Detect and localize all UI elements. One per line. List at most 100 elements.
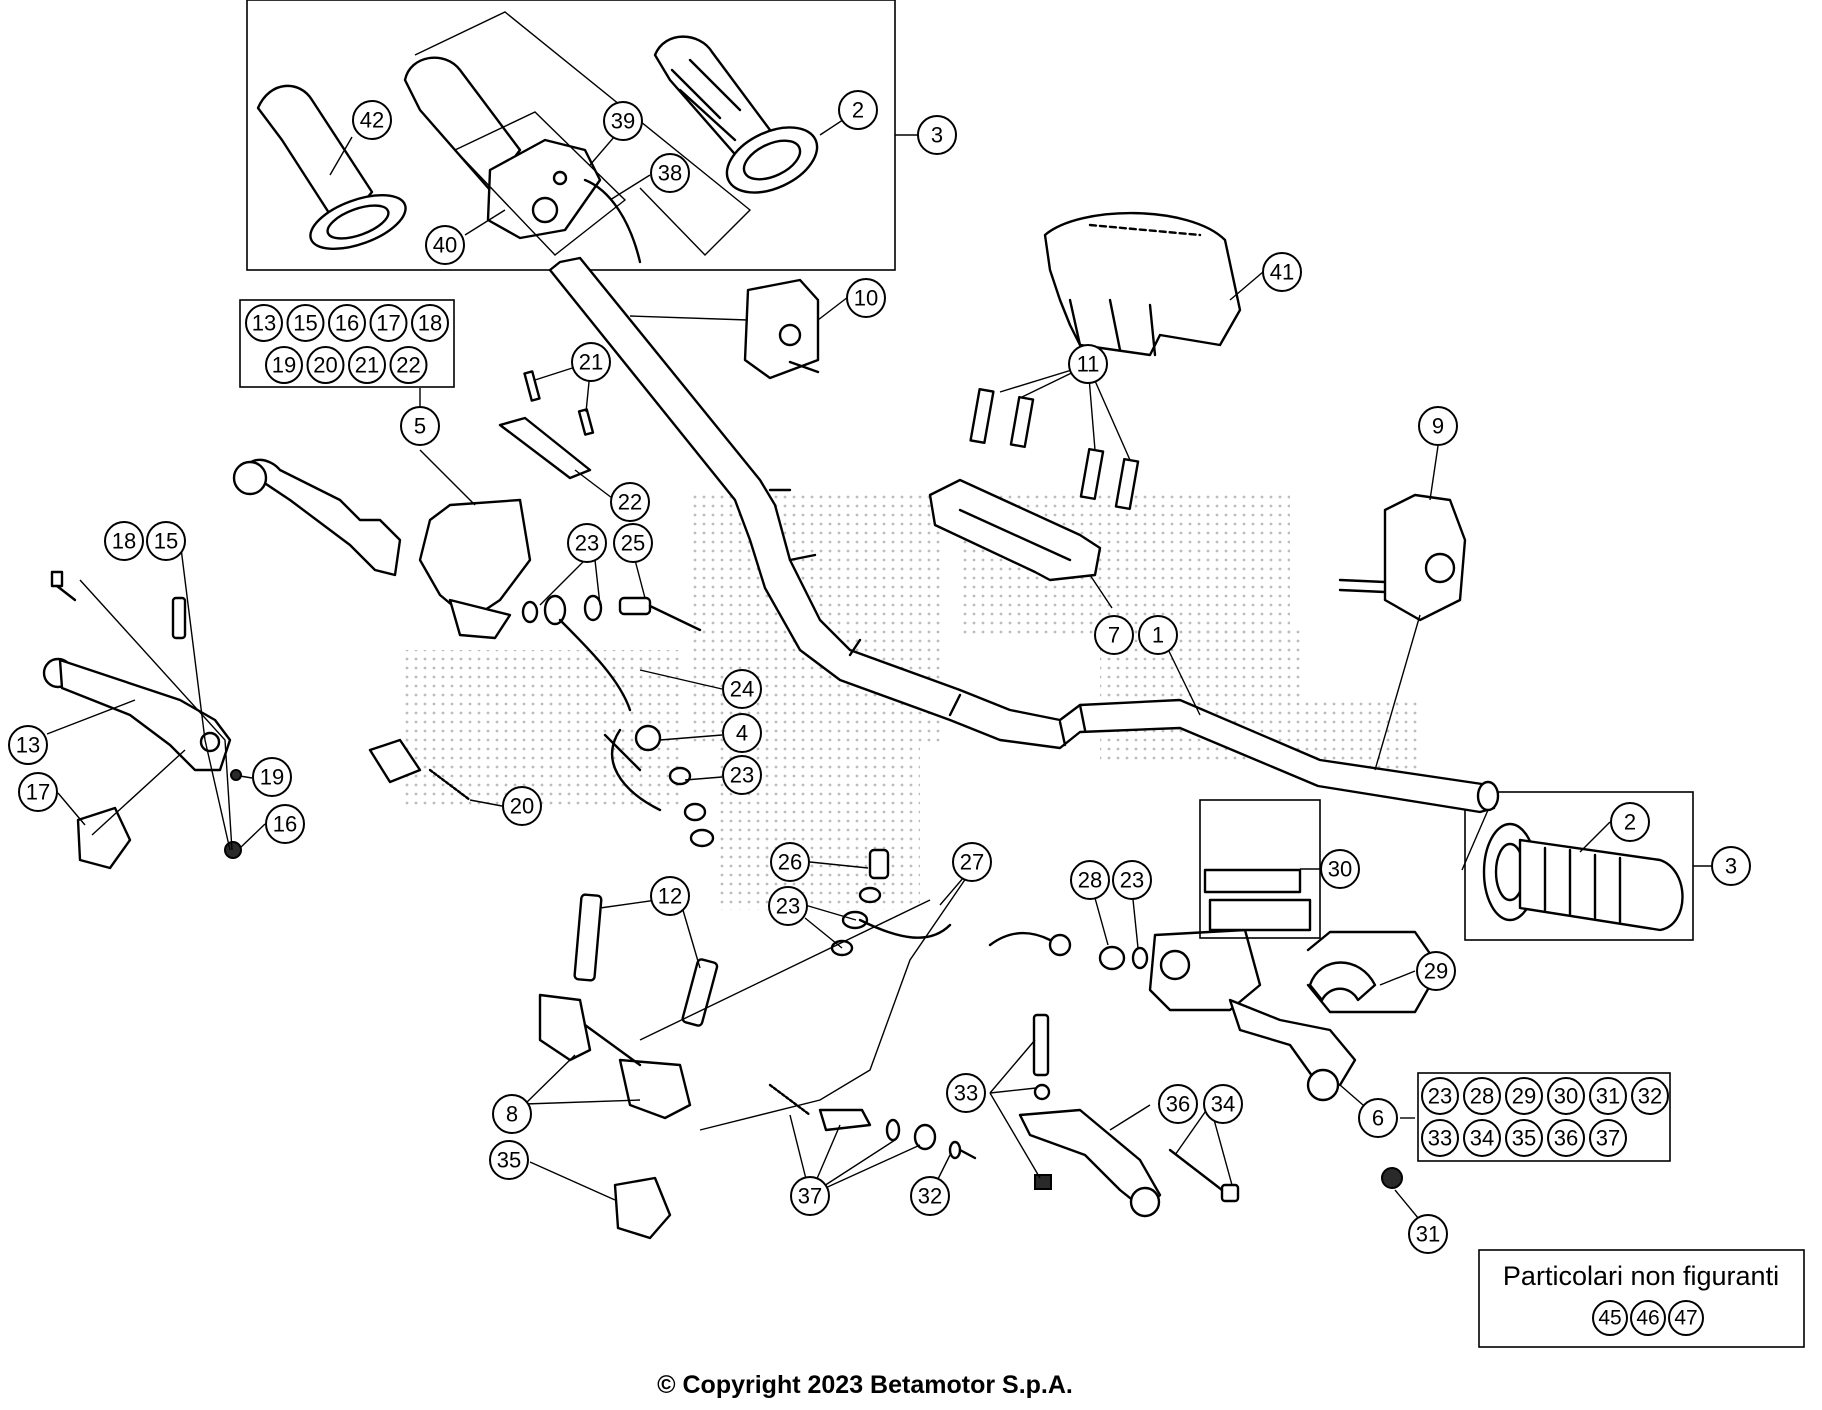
svg-text:25: 25 [621, 531, 645, 556]
callout-18: 18 [104, 521, 144, 561]
callout-35: 35 [489, 1140, 529, 1180]
kit-6-callout-23: 23 [1421, 1077, 1459, 1115]
callout-30: 30 [1320, 849, 1360, 889]
svg-text:17: 17 [26, 780, 50, 805]
banjo-bolt-25 [521, 594, 702, 632]
callout-19: 19 [252, 757, 292, 797]
svg-text:30: 30 [1328, 857, 1352, 882]
kit-5-callout-20: 20 [306, 346, 345, 384]
callout-9: 9 [1418, 406, 1458, 446]
svg-text:10: 10 [854, 286, 878, 311]
kit-5-callout-22: 22 [389, 346, 428, 384]
svg-text:3: 3 [931, 123, 943, 148]
callout-2-right: 2 [1610, 802, 1650, 842]
kit-5-callout-15: 15 [286, 304, 325, 342]
brake-hose-24 [558, 618, 632, 712]
adjuster-37 [768, 1083, 977, 1160]
callout-23-b: 23 [722, 755, 762, 795]
svg-text:6: 6 [1372, 1106, 1384, 1131]
svg-text:35: 35 [497, 1148, 521, 1173]
svg-text:13: 13 [16, 733, 40, 758]
svg-text:29: 29 [1512, 1084, 1536, 1109]
svg-text:22: 22 [396, 353, 420, 378]
kit-5-callout-13: 13 [245, 304, 283, 342]
boot-35 [613, 1176, 672, 1240]
svg-text:16: 16 [335, 311, 359, 336]
svg-text:41: 41 [1270, 260, 1294, 285]
brake-master-cylinder-5 [232, 458, 532, 640]
svg-text:3: 3 [1725, 854, 1737, 879]
svg-text:22: 22 [618, 490, 642, 515]
pin-15 [171, 596, 187, 640]
svg-text:19: 19 [272, 353, 296, 378]
kit-5-callout-19: 19 [265, 346, 303, 384]
callout-12: 12 [650, 876, 690, 916]
not-shown-callout-46: 46 [1630, 1300, 1666, 1336]
hose-fitting-4 [610, 724, 715, 848]
svg-text:33: 33 [954, 1081, 978, 1106]
callout-26: 26 [770, 842, 810, 882]
svg-text:18: 18 [112, 529, 136, 554]
callout-11: 11 [1068, 344, 1108, 384]
callout-29: 29 [1416, 951, 1456, 991]
clutch-lever-13 [42, 657, 232, 772]
svg-text:31: 31 [1596, 1084, 1620, 1109]
not-shown-title: Particolari non figuranti [1503, 1261, 1779, 1291]
callout-7: 7 [1094, 615, 1134, 655]
svg-text:11: 11 [1077, 352, 1100, 377]
svg-text:30: 30 [1554, 1084, 1578, 1109]
kit-6-callout-28: 28 [1463, 1077, 1501, 1115]
svg-text:38: 38 [658, 161, 682, 186]
throttle-cable-38 [583, 178, 642, 264]
svg-text:29: 29 [1424, 959, 1448, 984]
switch-9 [1338, 493, 1467, 622]
svg-text:19: 19 [260, 765, 284, 790]
svg-text:4: 4 [736, 721, 748, 746]
svg-text:35: 35 [1512, 1126, 1536, 1151]
banjo-26 [830, 848, 890, 957]
callout-23-a: 23 [567, 523, 607, 563]
copyright: © Copyright 2023 Betamotor S.p.A. [657, 1371, 1073, 1399]
callout-34: 34 [1203, 1084, 1243, 1124]
callout-32: 32 [910, 1176, 950, 1216]
callout-20: 20 [502, 786, 542, 826]
brake-hose-27 [858, 918, 952, 939]
clutch-master-cylinder-6 [1148, 928, 1357, 1102]
svg-text:28: 28 [1078, 868, 1102, 893]
callout-5: 5 [400, 406, 440, 446]
svg-text:32: 32 [918, 1184, 942, 1209]
svg-text:37: 37 [798, 1184, 822, 1209]
svg-text:47: 47 [1674, 1307, 1697, 1330]
svg-text:1: 1 [1152, 623, 1164, 648]
reservoir-cover-22 [498, 370, 595, 480]
callout-4: 4 [722, 713, 762, 753]
svg-text:7: 7 [1108, 623, 1120, 648]
lower-clamp-8 [538, 993, 692, 1120]
bar-pad-41 [1043, 211, 1242, 357]
svg-text:8: 8 [506, 1102, 518, 1127]
svg-text:40: 40 [433, 233, 457, 258]
callout-23-c: 23 [1112, 860, 1152, 900]
callout-39: 39 [603, 101, 643, 141]
svg-text:34: 34 [1211, 1092, 1235, 1117]
nut-16 [224, 841, 242, 859]
kit-6-callout-35: 35 [1505, 1119, 1543, 1157]
boot-17 [76, 806, 132, 870]
callout-25: 25 [613, 523, 653, 563]
kit-box-5 [239, 299, 455, 388]
kit-5-callout-21: 21 [348, 346, 386, 384]
hose-fitting-28 [1048, 933, 1149, 971]
svg-text:23: 23 [776, 894, 800, 919]
grip-42 [256, 84, 407, 251]
svg-text:46: 46 [1636, 1307, 1659, 1330]
callout-31: 31 [1408, 1214, 1448, 1254]
callout-38: 38 [650, 153, 690, 193]
reservoir-cap-30 [1203, 868, 1312, 932]
not-shown-callout-47: 47 [1668, 1300, 1704, 1336]
bolts-11 [969, 387, 1140, 511]
svg-text:13: 13 [252, 311, 276, 336]
svg-text:42: 42 [360, 108, 384, 133]
grip-2-top [653, 35, 819, 194]
callout-10: 10 [846, 278, 886, 318]
